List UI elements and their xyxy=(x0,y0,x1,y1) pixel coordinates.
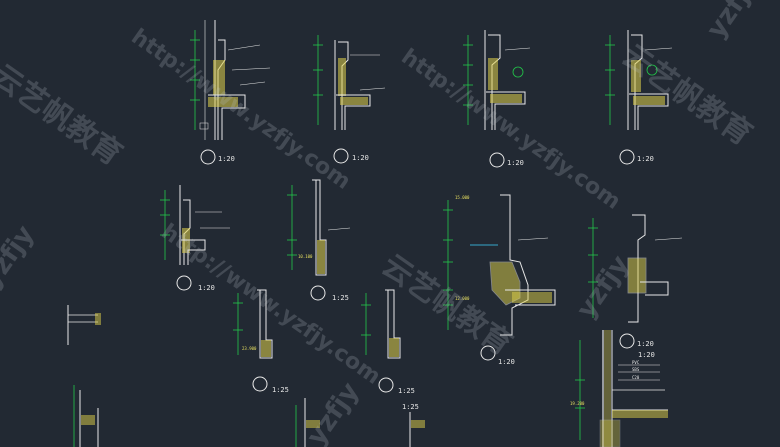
watermark-url-2: http://www.yzfjy.com xyxy=(397,44,625,214)
detail-6-scale: 1:25 xyxy=(332,294,349,302)
level-label-e: 19.200 xyxy=(570,401,585,406)
detail-5: 1:20 xyxy=(160,185,230,292)
watermark-cn-1: 云艺帆教育 xyxy=(0,58,128,173)
detail-7-scale: 1:20 xyxy=(498,358,515,366)
detail-8-marker xyxy=(619,333,635,349)
note-n1: PVC xyxy=(632,360,640,365)
detail-1-marker xyxy=(200,149,216,165)
level-label-a: 15.000 xyxy=(455,195,470,200)
detail-12: 19.200 PVC SBS C20 1:20 xyxy=(570,330,668,447)
detail-1-scale: 1:20 xyxy=(218,155,235,163)
detail-2-scale: 1:20 xyxy=(352,154,369,162)
detail-9-marker xyxy=(252,376,268,392)
detail-2: 1:20 xyxy=(313,35,386,164)
detail-8-scale: 1:20 xyxy=(637,340,654,348)
note-n2: SBS xyxy=(632,367,640,372)
detail-5-marker xyxy=(176,275,192,291)
detail-11-scale: 1:25 xyxy=(402,403,419,411)
level-label-c: 23.900 xyxy=(242,346,257,351)
watermark-brand-2: yzfjy xyxy=(701,0,765,44)
detail-5-scale: 1:20 xyxy=(198,284,215,292)
detail-8: 1:20 xyxy=(588,214,683,349)
note-n3: C20 xyxy=(632,375,640,380)
detail-3: 1:20 xyxy=(463,30,531,168)
detail-3-scale: 1:20 xyxy=(507,159,524,167)
detail-4: 1:20 xyxy=(605,30,673,165)
watermark-brand-4: yzfjy xyxy=(301,377,365,447)
detail-2-marker xyxy=(333,148,349,164)
level-label-b: 10.100 xyxy=(298,254,313,259)
detail-10-marker xyxy=(378,377,394,393)
detail-3-marker xyxy=(489,152,505,168)
watermark-url-3: http://www.yzfjy.com xyxy=(157,219,385,389)
detail-4-marker xyxy=(619,149,635,165)
detail-10: 1:25 xyxy=(361,289,415,395)
detail-12-scale: 1:20 xyxy=(638,351,655,359)
detail-9-scale: 1:25 xyxy=(272,386,289,394)
watermark-cn-2: 云艺帆教育 xyxy=(615,38,758,153)
watermark-url-1: http://www.yzfjy.com xyxy=(127,24,355,194)
detail-6-marker xyxy=(310,285,326,301)
level-label-d: 12.000 xyxy=(455,296,470,301)
detail-4-scale: 1:20 xyxy=(637,155,654,163)
detail-1: 1:20 xyxy=(190,20,271,165)
detail-7-marker xyxy=(480,345,496,361)
detail-9: 23.900 1:25 xyxy=(233,289,289,394)
detail-10-scale: 1:25 xyxy=(398,387,415,395)
detail-11: 1:25 xyxy=(295,398,425,447)
detail-6: 10.100 1:25 xyxy=(287,179,351,302)
detail-fragment-left xyxy=(67,305,101,447)
detail-7: 15.000 12.000 1:20 xyxy=(443,194,556,366)
watermark-brand-1: yzfjy xyxy=(0,220,40,294)
watermark-brand-3: yzfjy xyxy=(571,250,635,324)
